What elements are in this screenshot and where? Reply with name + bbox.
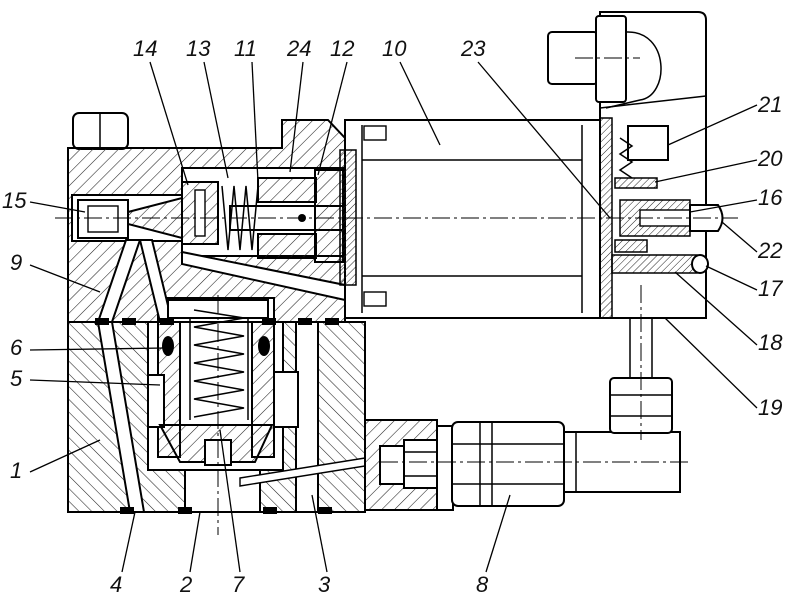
seal-top-3 [160,318,174,325]
leader-line-12 [317,61,348,176]
callout-24: 24 [286,36,311,61]
leader-line-20 [654,159,758,183]
callout-12: 12 [330,36,354,61]
ring-13 [194,189,206,237]
spring-11 [221,185,259,251]
relay-21 [627,125,669,161]
seal-bottom-1 [120,507,134,514]
cable-wire [605,31,662,109]
callout-19: 19 [758,395,782,420]
union-nut [451,421,565,507]
o-ring-left [162,336,174,356]
vertical-channel [295,321,319,513]
leader-line-5 [29,379,161,386]
callout-20: 20 [757,146,783,171]
callout-10: 10 [382,36,407,61]
center-lines [55,57,738,535]
callout-9: 9 [10,250,22,275]
callout-4: 4 [110,572,122,597]
leader-line-10 [399,61,441,146]
callout-3: 3 [318,572,331,597]
fitting-ring [436,425,454,511]
screw-head-top [363,125,387,141]
leader-line-1 [29,439,101,473]
screw-head-bottom [363,291,387,307]
leader-line-2 [189,511,201,573]
leader-line-24 [289,61,304,173]
callout-2: 2 [179,572,192,597]
leader-line-17 [705,265,758,291]
screw-17-head [691,254,709,274]
bracket-20 [614,177,658,189]
seal-bottom-2 [178,507,192,514]
leader-lines [29,61,758,573]
leader-line-22 [721,221,758,253]
callout-15: 15 [2,188,27,213]
leader-line-8 [485,494,511,573]
seal-top-2 [122,318,136,325]
lower-housing-group [67,321,366,513]
seal-bottom-4 [318,507,332,514]
seal-top-5 [298,318,312,325]
callout-17: 17 [758,276,783,301]
spring-7 [193,309,245,418]
leader-line-15 [29,201,86,213]
o-ring-right [258,336,270,356]
callout-11: 11 [234,36,257,61]
callout-7: 7 [232,572,245,597]
leader-line-6 [29,347,166,351]
leader-line-21 [667,104,758,146]
sleeve-24-top [257,177,317,203]
callout-22: 22 [757,238,782,263]
callout-23: 23 [460,36,486,61]
flat-right [273,371,299,428]
callout-labels: 14 13 11 24 12 10 23 21 20 16 22 17 18 1… [2,36,783,597]
callout-14: 14 [133,36,157,61]
callout-8: 8 [476,572,489,597]
seal-bottom-3 [263,507,277,514]
callout-18: 18 [758,330,783,355]
leader-line-9 [29,264,101,293]
seal-top-6 [325,318,339,325]
callout-16: 16 [758,185,783,210]
seal-top-1 [95,318,109,325]
motor-housing [344,119,601,319]
sleeve-24-bottom [257,233,317,259]
callout-21: 21 [757,92,782,117]
fitting-nut [403,439,441,489]
screw-17 [611,254,698,274]
plug-knurl [595,15,627,103]
leader-line-13 [203,61,229,179]
seal-top-4 [262,318,276,325]
fitting-nipple [379,445,405,485]
leader-line-4 [121,511,136,573]
leader-line-11 [251,61,259,183]
connector-8 [364,318,681,511]
leader-line-16 [689,199,758,213]
leader-line-18 [674,271,758,346]
leader-line-3 [311,494,328,573]
wire-coil [618,137,634,179]
plug-15-inner [87,205,119,233]
motor-10 [339,119,601,319]
leader-line-23 [477,61,611,219]
leader-line-19 [664,317,758,409]
flat-left [147,374,165,428]
callout-1: 1 [10,458,22,483]
leader-line-14 [149,61,189,186]
callout-5: 5 [10,366,23,391]
callout-13: 13 [186,36,211,61]
leader-line-7 [219,429,241,573]
callout-6: 6 [10,335,23,360]
part-12 [314,169,344,263]
bracket-18 [614,239,648,253]
